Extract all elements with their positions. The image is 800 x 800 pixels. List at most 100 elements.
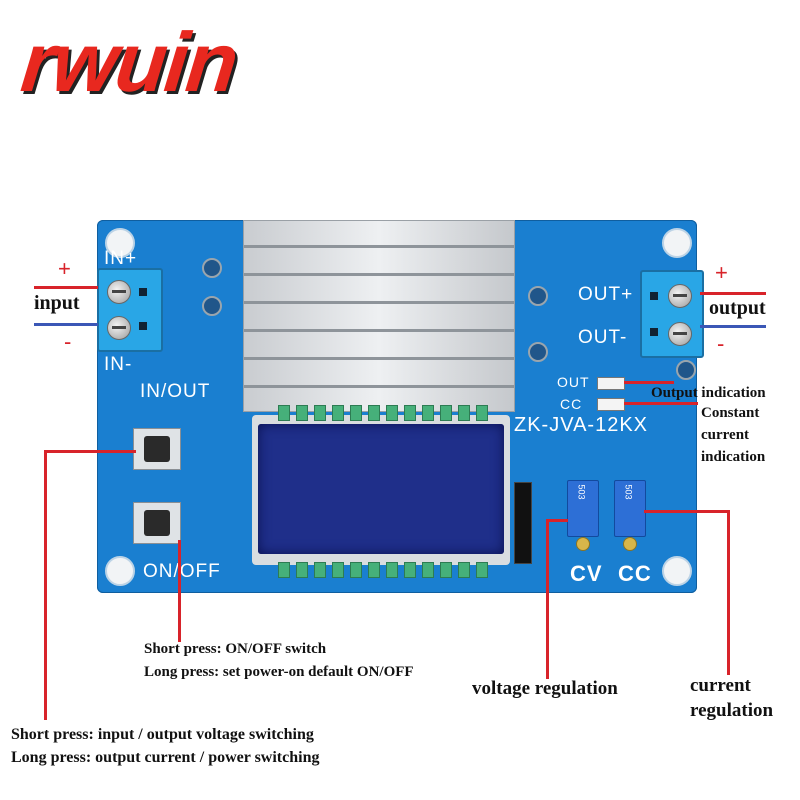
terminal-hole <box>139 322 147 330</box>
terminal-hole <box>139 288 147 296</box>
input-plus-line <box>34 286 98 289</box>
via <box>202 258 222 278</box>
in-out-button[interactable] <box>133 428 181 470</box>
output-label: output <box>709 297 766 319</box>
voltage-regulation-label: voltage regulation <box>472 678 618 699</box>
output-indication-label: Output indication <box>651 385 766 401</box>
lcd-pin <box>404 405 416 421</box>
output-plus-sign: + <box>715 260 728 285</box>
mount-hole-bottom-right <box>662 556 692 586</box>
mount-hole-top-right <box>662 228 692 258</box>
lcd-pin <box>314 562 326 578</box>
input-terminal-block <box>97 268 163 352</box>
in-out-callout-vertical <box>44 450 47 720</box>
lcd-pin <box>476 405 488 421</box>
lcd-pin <box>278 405 290 421</box>
on-off-button-cap <box>144 510 170 536</box>
lcd-pin <box>404 562 416 578</box>
silk-cc: CC <box>618 561 652 586</box>
lcd-pin <box>368 562 380 578</box>
in-out-callout-horizontal <box>44 450 136 453</box>
cc-pot-marking: 503 <box>623 484 634 500</box>
on-off-button[interactable] <box>133 502 181 544</box>
heatsink <box>243 220 515 412</box>
cc-indication-label-3: indication <box>701 449 766 465</box>
cv-pot-adjust-screw[interactable] <box>576 537 590 551</box>
silk-in-out: IN/OUT <box>140 381 211 402</box>
silk-model-number: ZK-JVA-12KX <box>514 414 648 436</box>
silk-in-minus: IN- <box>104 354 133 375</box>
lcd-pin <box>350 562 362 578</box>
lcd-pin <box>476 562 488 578</box>
lcd-pin <box>422 405 434 421</box>
lcd-pins-bottom <box>278 562 488 578</box>
in-out-short-press: Short press: input / output voltage swit… <box>11 726 314 743</box>
output-plus-line <box>700 292 766 295</box>
lcd-pin <box>314 405 326 421</box>
mount-hole-bottom-left <box>105 556 135 586</box>
cv-potentiometer[interactable]: 503 <box>567 480 599 551</box>
output-minus-sign: - <box>717 331 725 356</box>
via <box>676 360 696 380</box>
output-indication-line <box>624 381 674 384</box>
lcd-pin <box>440 405 452 421</box>
lcd-pin <box>458 562 470 578</box>
on-off-long-press: Long press: set power-on default ON/OFF <box>144 664 414 680</box>
input-label: input <box>34 292 80 314</box>
cc-indication-label-1: Constant <box>701 405 760 421</box>
silk-cv: CV <box>570 561 603 586</box>
cv-callout-vertical <box>546 519 549 679</box>
lcd-pin <box>458 405 470 421</box>
via <box>528 342 548 362</box>
cc-indicator-led <box>597 398 625 411</box>
terminal-hole <box>650 292 658 300</box>
cv-callout-horizontal <box>546 519 568 522</box>
lcd-pin <box>296 562 308 578</box>
lcd-pin <box>296 405 308 421</box>
terminal-hole <box>650 328 658 336</box>
current-regulation-label-1: current <box>690 675 751 696</box>
cc-potentiometer[interactable]: 503 <box>614 480 646 551</box>
lcd-pin <box>386 405 398 421</box>
lcd-pin <box>332 562 344 578</box>
via <box>202 296 222 316</box>
lcd-pin <box>332 405 344 421</box>
on-off-short-press: Short press: ON/OFF switch <box>144 641 327 657</box>
in-out-button-cap <box>144 436 170 462</box>
cc-indication-line <box>624 402 698 405</box>
input-minus-sign: - <box>64 329 72 354</box>
output-minus-line <box>700 325 766 328</box>
lcd-pins-top <box>278 405 488 421</box>
cc-callout-horizontal <box>644 510 730 513</box>
silk-in-plus: IN+ <box>104 248 138 269</box>
cc-pot-adjust-screw[interactable] <box>623 537 637 551</box>
cv-pot-marking: 503 <box>576 484 587 500</box>
silk-out-led: OUT <box>557 374 590 390</box>
lcd-pin <box>386 562 398 578</box>
current-regulation-label-2: regulation <box>690 700 774 721</box>
in-out-long-press: Long press: output current / power switc… <box>11 749 320 766</box>
lcd-pin <box>368 405 380 421</box>
brand-logo: rwuin <box>17 15 241 109</box>
cc-callout-vertical <box>727 510 730 675</box>
output-minus-screw <box>668 322 692 346</box>
silk-cc-led: CC <box>560 396 583 412</box>
input-minus-line <box>34 323 98 326</box>
input-plus-sign: + <box>58 256 71 281</box>
via <box>528 286 548 306</box>
output-indicator-led <box>597 377 625 390</box>
pin-header <box>514 482 532 564</box>
silk-out-plus: OUT+ <box>578 284 634 305</box>
lcd-pin <box>278 562 290 578</box>
lcd-display <box>258 424 504 554</box>
on-off-callout-vertical <box>178 540 181 642</box>
output-plus-screw <box>668 284 692 308</box>
output-terminal-block <box>640 270 704 358</box>
lcd-pin <box>440 562 452 578</box>
cc-indication-label-2: current <box>701 427 750 443</box>
input-plus-screw <box>107 280 131 304</box>
silk-out-minus: OUT- <box>578 327 628 348</box>
lcd-pin <box>422 562 434 578</box>
silk-on-off: ON/OFF <box>143 561 221 582</box>
mount-hole-top-left <box>105 228 135 258</box>
